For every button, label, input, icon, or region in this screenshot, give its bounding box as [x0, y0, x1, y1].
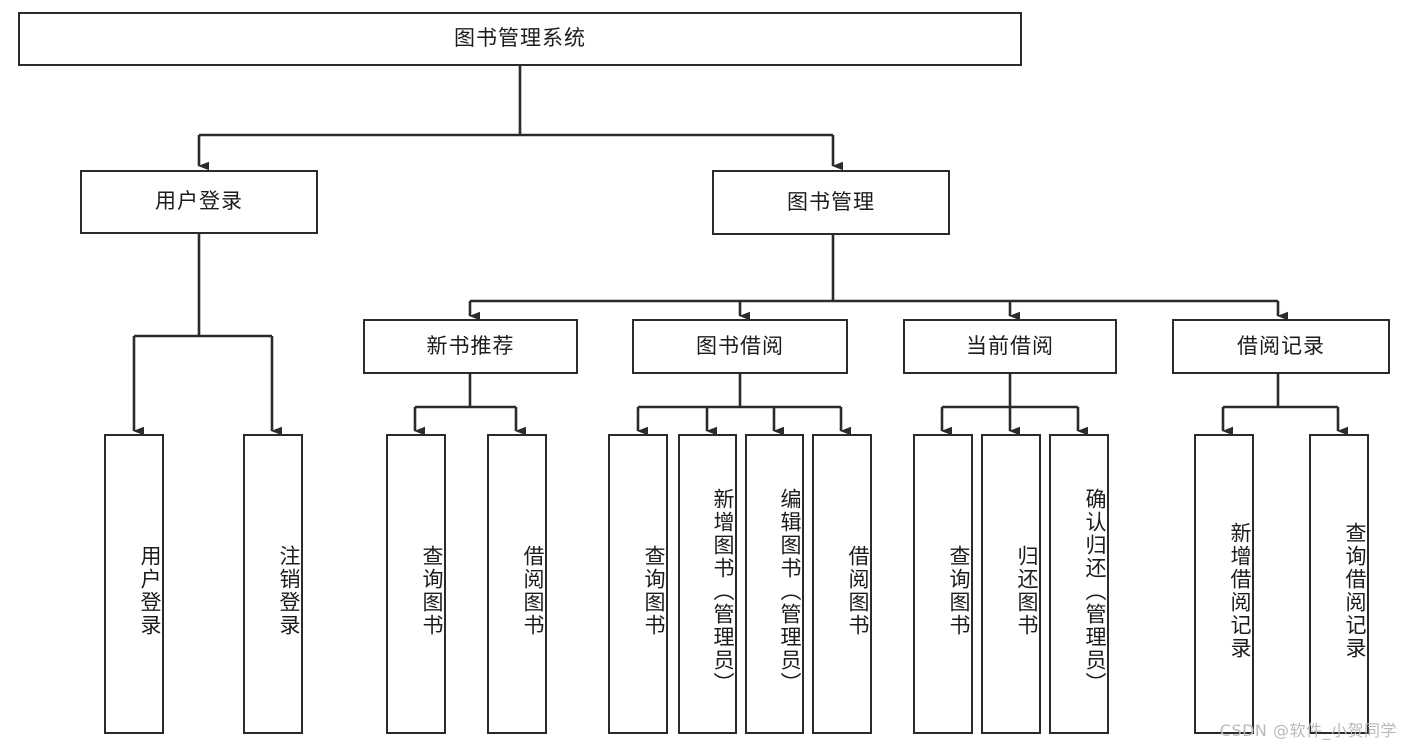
node-leaf-logout-label: 注销登录: [277, 545, 301, 637]
node-new-book-rec[interactable]: 新书推荐: [363, 319, 578, 374]
node-leaf-borrow-book-2-label: 借阅图书: [846, 545, 870, 637]
node-book-manage-label: 图书管理: [787, 189, 875, 214]
node-leaf-query-record-label: 查询借阅记录: [1343, 522, 1367, 660]
node-root[interactable]: 图书管理系统: [18, 12, 1022, 66]
node-leaf-query-book-2[interactable]: 查询图书: [608, 434, 668, 734]
node-leaf-add-book-label: 新增图书（管理员）: [711, 487, 735, 695]
node-leaf-query-book-2-label: 查询图书: [642, 545, 666, 637]
node-leaf-logout[interactable]: 注销登录: [243, 434, 303, 734]
node-borrow-record-label: 借阅记录: [1237, 333, 1325, 358]
node-leaf-query-book-3[interactable]: 查询图书: [913, 434, 973, 734]
watermark-text: CSDN @软件_小贺同学: [1219, 721, 1397, 740]
node-user-login-label: 用户登录: [155, 189, 243, 214]
node-root-label: 图书管理系统: [454, 26, 586, 51]
node-leaf-user-login-label: 用户登录: [138, 545, 162, 637]
node-leaf-query-book-3-label: 查询图书: [947, 545, 971, 637]
node-leaf-user-login[interactable]: 用户登录: [104, 434, 164, 734]
node-leaf-query-book-1-label: 查询图书: [420, 545, 444, 637]
node-leaf-query-book-1[interactable]: 查询图书: [386, 434, 446, 734]
node-new-book-rec-label: 新书推荐: [426, 333, 515, 358]
node-leaf-query-record[interactable]: 查询借阅记录: [1309, 434, 1369, 734]
node-book-borrow[interactable]: 图书借阅: [632, 319, 848, 374]
node-leaf-confirm-return[interactable]: 确认归还（管理员）: [1049, 434, 1109, 734]
node-leaf-return-book[interactable]: 归还图书: [981, 434, 1041, 734]
node-leaf-add-record-label: 新增借阅记录: [1228, 522, 1252, 660]
node-current-borrow[interactable]: 当前借阅: [903, 319, 1117, 374]
node-leaf-borrow-book-1-label: 借阅图书: [521, 545, 545, 637]
node-leaf-edit-book[interactable]: 编辑图书（管理员）: [745, 434, 804, 734]
node-leaf-confirm-return-label: 确认归还（管理员）: [1083, 487, 1107, 695]
node-book-borrow-label: 图书借阅: [696, 333, 784, 358]
node-leaf-add-book[interactable]: 新增图书（管理员）: [678, 434, 737, 734]
node-leaf-add-record[interactable]: 新增借阅记录: [1194, 434, 1254, 734]
node-book-manage[interactable]: 图书管理: [712, 170, 950, 235]
node-leaf-edit-book-label: 编辑图书（管理员）: [778, 487, 802, 695]
node-current-borrow-label: 当前借阅: [966, 333, 1054, 358]
node-borrow-record[interactable]: 借阅记录: [1172, 319, 1390, 374]
node-leaf-return-book-label: 归还图书: [1015, 545, 1039, 637]
node-leaf-borrow-book-1[interactable]: 借阅图书: [487, 434, 547, 734]
node-leaf-borrow-book-2[interactable]: 借阅图书: [812, 434, 872, 734]
node-user-login[interactable]: 用户登录: [80, 170, 318, 234]
